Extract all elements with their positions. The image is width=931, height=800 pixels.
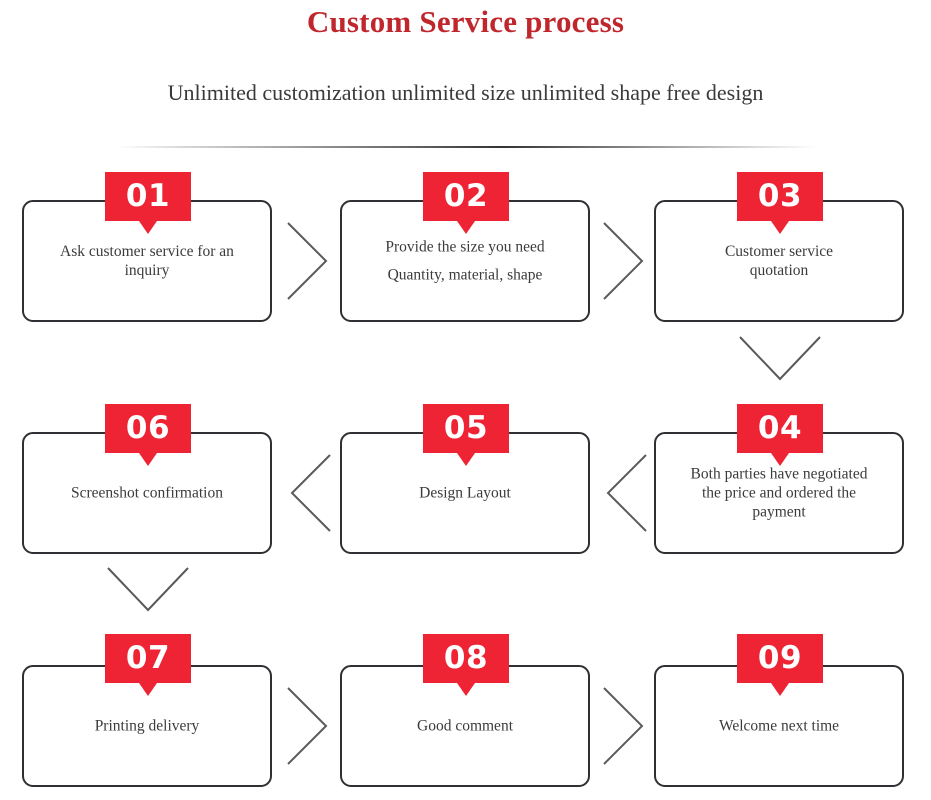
step-badge-03: 03 (737, 172, 823, 234)
step-text-04: Both parties have negotiated the price a… (656, 465, 902, 522)
connector-08-to-09 (600, 684, 648, 768)
step-text-09: Welcome next time (656, 717, 902, 736)
step-line: Customer service (724, 243, 834, 260)
badge-pointer-icon (457, 453, 475, 466)
step-line: Printing delivery (94, 717, 200, 735)
step-text-01: Ask customer service for an inquiry (24, 242, 270, 280)
step-text-03: Customer service quotation (656, 242, 902, 280)
step-badge-05: 05 (423, 404, 509, 466)
badge-pointer-icon (139, 683, 157, 696)
step-badge-04: 04 (737, 404, 823, 466)
chevron-right-icon (603, 222, 644, 300)
page-subtitle: Unlimited customization unlimited size u… (167, 80, 764, 105)
step-box-01[interactable]: Ask customer service for an inquiry (22, 200, 272, 322)
header-divider (117, 146, 817, 148)
step-number-01: 01 (125, 178, 171, 214)
step-line: Ask customer service for an (60, 243, 234, 260)
step-number-08: 08 (443, 640, 489, 676)
step-line: Good comment (417, 717, 513, 735)
step-badge-07: 07 (105, 634, 191, 696)
step-number-03: 03 (757, 178, 803, 214)
badge-pointer-icon (771, 683, 789, 696)
connector-03-to-04 (736, 333, 824, 385)
chevron-right-icon (287, 687, 328, 765)
step-number-04: 04 (757, 410, 803, 446)
step-badge-06: 06 (105, 404, 191, 466)
step-badge-09: 09 (737, 634, 823, 696)
step-badge-01: 01 (105, 172, 191, 234)
step-number-09: 09 (757, 640, 803, 676)
badge-pointer-icon (771, 221, 789, 234)
connector-05-to-06 (286, 451, 334, 535)
badge-pointer-icon (139, 221, 157, 234)
step-line: inquiry (124, 262, 170, 279)
step-badge-02: 02 (423, 172, 509, 234)
chevron-right-icon (603, 687, 644, 765)
step-text-08: Good comment (342, 717, 588, 736)
step-text-05: Design Layout (342, 484, 588, 503)
step-number-06: 06 (125, 410, 171, 446)
connector-01-to-02 (284, 219, 332, 303)
step-text-02: Provide the size you need Quantity, mate… (342, 229, 588, 294)
step-line: Provide the size you need (385, 238, 545, 256)
chevron-down-icon (739, 336, 821, 381)
step-box-02[interactable]: Provide the size you need Quantity, mate… (340, 200, 590, 322)
badge-pointer-icon (771, 453, 789, 466)
step-line: payment (752, 503, 806, 521)
page-title: Custom Service process (306, 4, 625, 39)
step-number-07: 07 (125, 640, 171, 676)
step-number-02: 02 (443, 178, 489, 214)
step-line: Welcome next time (718, 717, 840, 735)
step-badge-08: 08 (423, 634, 509, 696)
connector-02-to-03 (600, 219, 648, 303)
badge-pointer-icon (457, 683, 475, 696)
connector-07-to-08 (284, 684, 332, 768)
step-number-05: 05 (443, 410, 489, 446)
chevron-down-icon (107, 567, 189, 612)
step-line: Screenshot confirmation (71, 484, 223, 502)
chevron-left-icon (606, 454, 647, 532)
step-line: Both parties have negotiated (690, 465, 868, 483)
step-line: Design Layout (419, 484, 511, 502)
step-text-07: Printing delivery (24, 717, 270, 736)
connector-06-to-07 (104, 564, 192, 616)
step-box-08[interactable]: Good comment (340, 665, 590, 787)
step-text-06: Screenshot confirmation (24, 484, 270, 503)
badge-pointer-icon (139, 453, 157, 466)
chevron-right-icon (287, 222, 328, 300)
step-line: the price and ordered the (701, 484, 857, 502)
chevron-left-icon (290, 454, 331, 532)
connector-04-to-05 (602, 451, 650, 535)
step-line: quotation (749, 262, 809, 279)
step-line: Quantity, material, shape (387, 266, 543, 284)
badge-pointer-icon (457, 221, 475, 234)
